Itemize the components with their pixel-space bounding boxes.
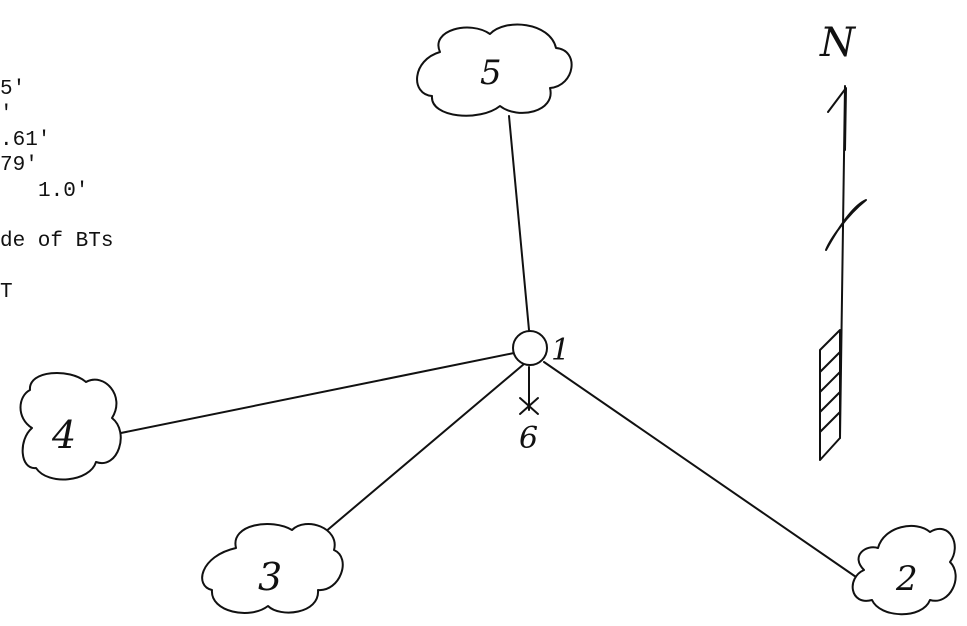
tail-hatch-1: [819, 351, 841, 373]
node-6-label: 6: [519, 421, 538, 456]
center-node-label: 1: [551, 333, 570, 368]
line-to-2: [543, 361, 873, 589]
node-3: 3: [201, 523, 344, 614]
note-line-5: 1.0': [38, 180, 88, 203]
center-node-circle: [512, 330, 548, 366]
note-line-3: .61': [0, 129, 50, 152]
connections: [115, 115, 873, 589]
node-3-label: 3: [258, 555, 282, 599]
node-2-label: 2: [895, 559, 918, 599]
note-line-1: 5': [0, 78, 25, 101]
node-2-cloud: [851, 524, 957, 616]
tail-hatch-2: [819, 371, 841, 393]
north-arrow-head: [827, 87, 847, 151]
node-2: 2: [851, 524, 957, 616]
tail-hatch-4: [819, 411, 841, 433]
line-to-3: [317, 363, 525, 539]
center-node: 1: [512, 330, 570, 368]
node-5-cloud: [416, 23, 573, 117]
node-4-label: 4: [51, 413, 76, 457]
line-to-5: [508, 115, 530, 331]
north-arrow: N: [819, 20, 867, 461]
north-arrow-break: [825, 199, 867, 251]
note-line-7: de of BTs: [0, 230, 113, 253]
line-to-4: [115, 352, 515, 435]
north-arrow-tail-feather: [819, 329, 841, 461]
node-4: 4: [19, 372, 122, 481]
node-5-label: 5: [480, 53, 502, 93]
tail-hatch-3: [819, 391, 841, 413]
note-line-2: ': [0, 103, 13, 126]
notes-block: 5' ' .61' 79' 1.0' de of BTs T: [0, 78, 113, 304]
marker-6-x-b: [519, 397, 539, 415]
north-arrow-label: N: [819, 20, 857, 66]
node-4-cloud: [19, 372, 122, 481]
node-5: 5: [416, 23, 573, 117]
note-line-9: T: [0, 281, 13, 304]
node-3-cloud: [201, 523, 344, 614]
note-line-4: 79': [0, 154, 38, 177]
